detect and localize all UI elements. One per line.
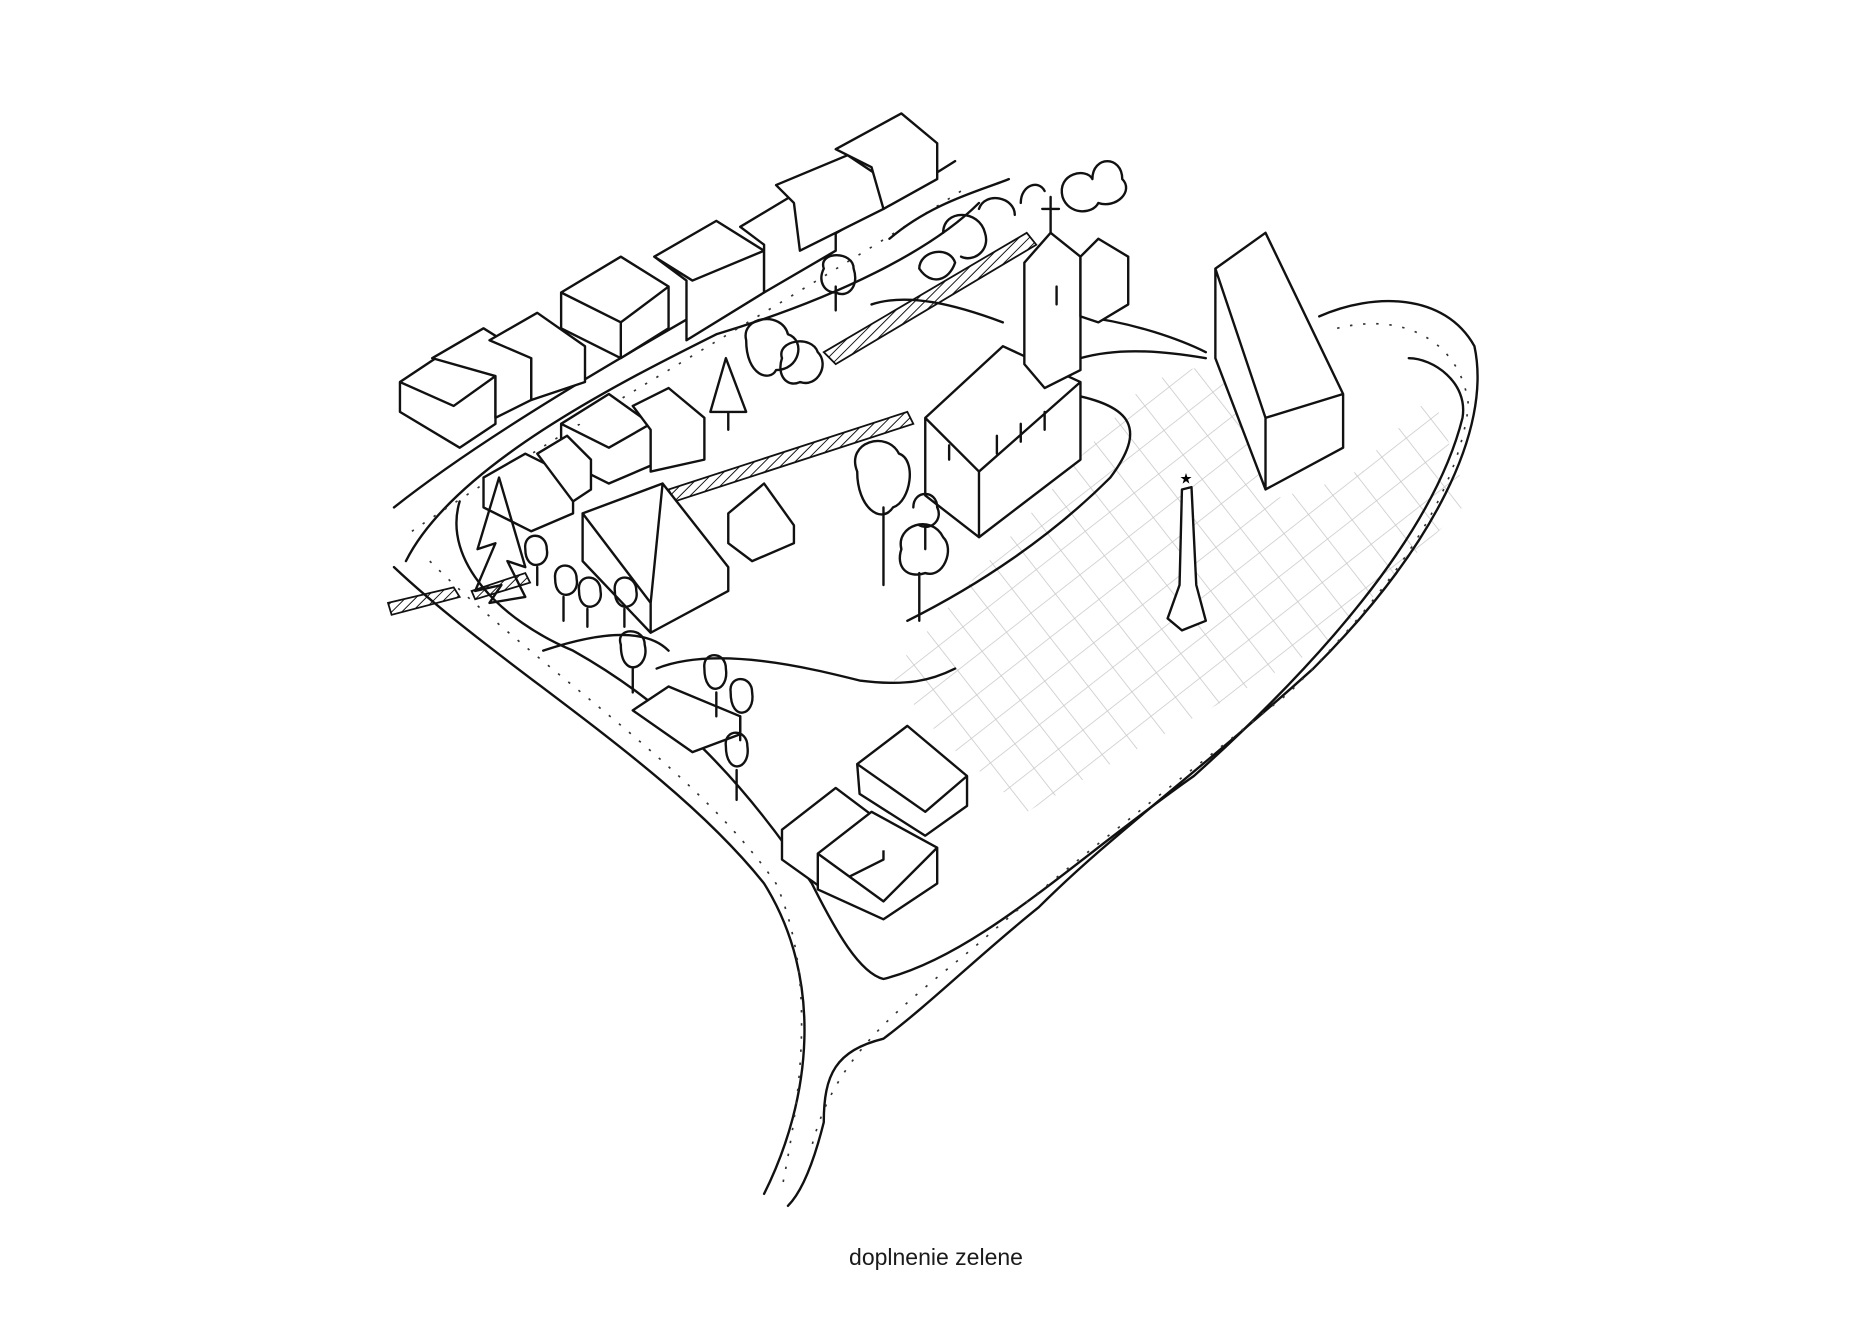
trees	[473, 160, 1128, 802]
row-houses	[398, 112, 939, 533]
house	[581, 482, 730, 634]
shelter	[727, 482, 796, 563]
wall	[386, 586, 462, 616]
bottom-houses	[631, 685, 969, 921]
obelisk-monument	[1166, 485, 1208, 632]
church	[924, 195, 1130, 539]
wall	[822, 231, 1038, 366]
star-icon: ★	[1180, 472, 1193, 488]
sketch-caption: doplnenie zelene	[849, 1244, 1023, 1270]
building	[1214, 231, 1345, 491]
